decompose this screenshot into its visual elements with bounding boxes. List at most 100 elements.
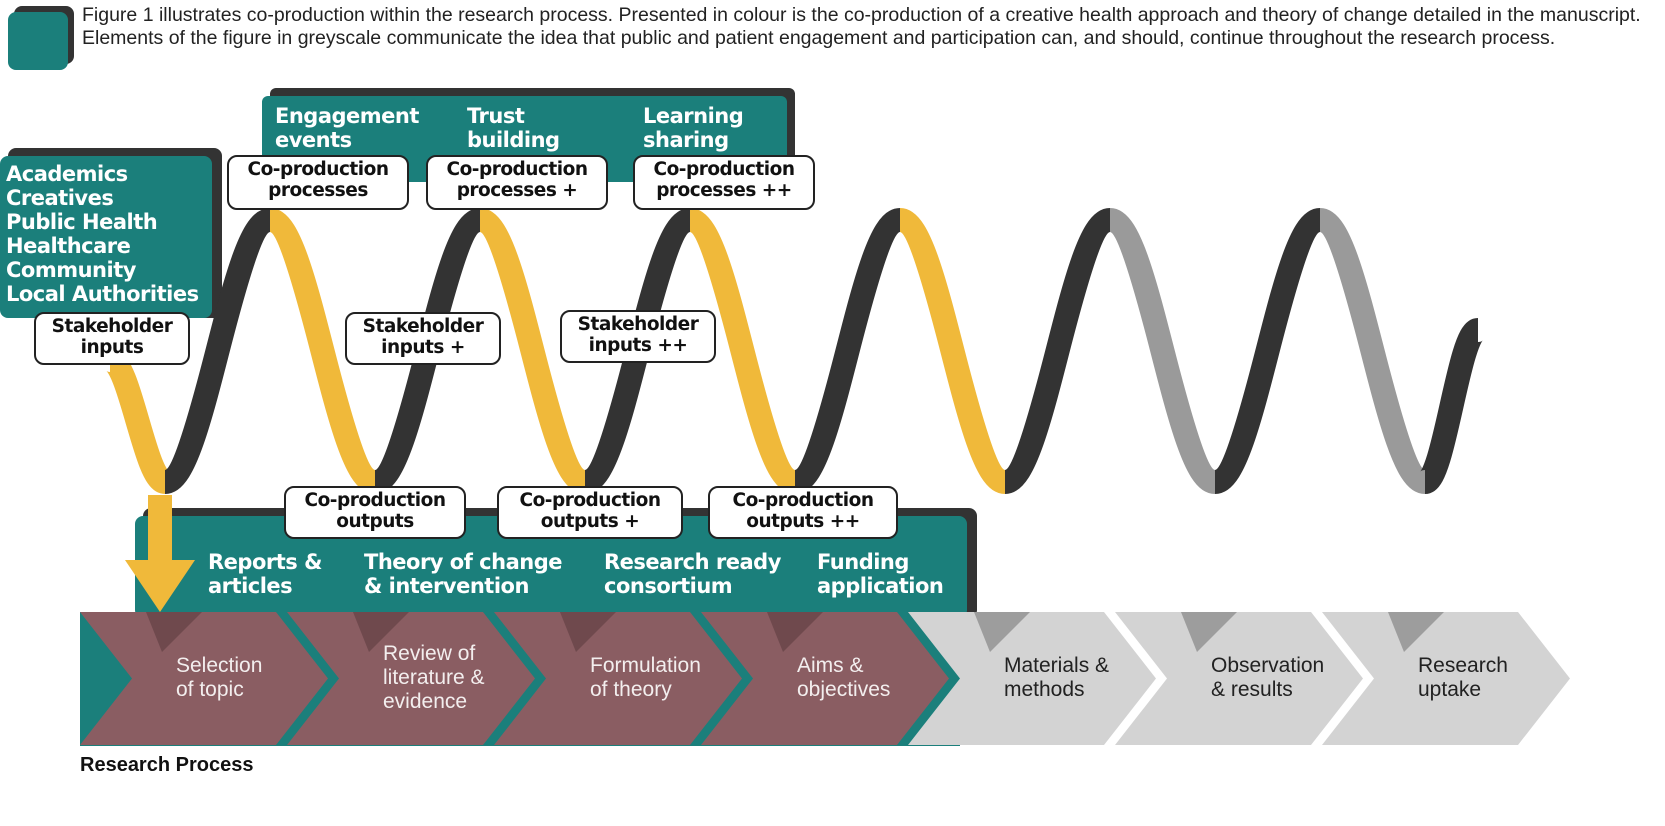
wave-segment-rising — [791, 208, 904, 494]
wave-segment-end — [1418, 318, 1485, 494]
pill-line: processes — [268, 180, 368, 201]
deliverable-line: consortium — [604, 574, 733, 598]
stakeholders-box — [0, 156, 212, 318]
step-line: Review of — [383, 642, 476, 665]
process-step-chevron — [494, 612, 742, 745]
step-line: objectives — [797, 678, 891, 701]
chevron-fold-shadow — [560, 612, 616, 652]
step-line: & results — [1211, 678, 1293, 701]
step-line: of theory — [590, 678, 672, 701]
wave-segment-input — [104, 348, 171, 494]
chevron-fold-shadow — [353, 612, 409, 652]
pill-line: outputs — [336, 511, 414, 532]
chevron-fold-shadow — [1388, 612, 1444, 652]
deliverables-box — [135, 516, 967, 618]
deliverable-line: Research ready — [604, 550, 781, 574]
pill-line: processes + — [456, 180, 578, 201]
deliverable-line: Theory of change — [364, 550, 562, 574]
activity-line: sharing — [643, 128, 729, 152]
pill-line: Stakeholder — [51, 316, 173, 337]
stakeholder-item: Creatives — [6, 186, 114, 210]
step-line: Materials & — [1004, 654, 1110, 677]
stakeholder-item: Local Authorities — [6, 282, 199, 306]
stakeholder-list: Academics Creatives Public Health Health… — [6, 162, 199, 306]
pill-line: Co-production — [446, 159, 589, 180]
research-process-label: Research Process — [80, 754, 254, 776]
pill-line: outputs ++ — [746, 511, 860, 532]
wave-segment-falling — [686, 208, 799, 494]
deliverable-reports: Reports &articles — [208, 550, 322, 598]
deliverable-line: Funding — [817, 550, 909, 574]
wave-segment-falling — [266, 208, 379, 494]
activity-line: Trust — [467, 104, 525, 128]
deliverable-theory: Theory of change& intervention — [364, 550, 562, 598]
pill-line: Co-production — [247, 159, 390, 180]
process-step-chevron — [1322, 612, 1570, 745]
wave-segment-falling — [896, 208, 1009, 494]
wave-segment-rising — [161, 208, 274, 494]
chevron-fold-shadow — [767, 612, 823, 652]
caption-icon — [8, 12, 68, 70]
process-step-label: Observation& results — [1211, 654, 1324, 702]
activity-line: building — [467, 128, 560, 152]
step-line: methods — [1004, 678, 1085, 701]
pill-line: inputs — [80, 337, 144, 358]
chevron-fold-shadow — [974, 612, 1030, 652]
deliverable-line: application — [817, 574, 944, 598]
step-line: Aims & — [797, 654, 864, 677]
step-line: of topic — [176, 678, 244, 701]
down-arrow-icon — [125, 495, 195, 612]
stakeholder-item: Community — [6, 258, 136, 282]
wave-segment-rising — [1211, 208, 1324, 494]
activity-line: events — [275, 128, 352, 152]
step-line: uptake — [1418, 678, 1482, 701]
activity-line: Engagement — [275, 104, 419, 128]
deliverable-line: articles — [208, 574, 293, 598]
process-step-chevron — [80, 612, 328, 745]
stakeholder-item: Public Health — [6, 210, 158, 234]
process-step-label: Aims &objectives — [797, 654, 890, 702]
pill-line: processes ++ — [656, 180, 792, 201]
step-line: Observation — [1211, 654, 1325, 677]
deliverable-line: & intervention — [364, 574, 529, 598]
step-line: Selection — [176, 654, 263, 677]
chevron-fold-shadow — [146, 612, 202, 652]
chevron-fold-shadow — [1181, 612, 1237, 652]
stakeholder-item: Healthcare — [6, 234, 131, 258]
pill-line: outputs + — [540, 511, 640, 532]
wave-segment-falling — [1316, 208, 1429, 494]
wave-segment-falling — [1106, 208, 1219, 494]
process-step-label: Materials &methods — [1004, 654, 1109, 702]
step-line: Research — [1418, 654, 1508, 677]
pill-line: inputs + — [381, 337, 465, 358]
step-line: Formulation — [590, 654, 701, 677]
pill-line: inputs ++ — [588, 335, 688, 356]
deliverable-line: Reports & — [208, 550, 322, 574]
pill-line: Stakeholder — [362, 316, 484, 337]
pill-line: Co-production — [653, 159, 796, 180]
stakeholder-item: Academics — [6, 162, 128, 186]
pill-line: Stakeholder — [577, 314, 699, 335]
wave-segment-rising — [1001, 208, 1114, 494]
process-step-chevron — [701, 612, 949, 745]
step-line: literature & — [383, 666, 485, 689]
pill-line: Co-production — [732, 490, 875, 511]
